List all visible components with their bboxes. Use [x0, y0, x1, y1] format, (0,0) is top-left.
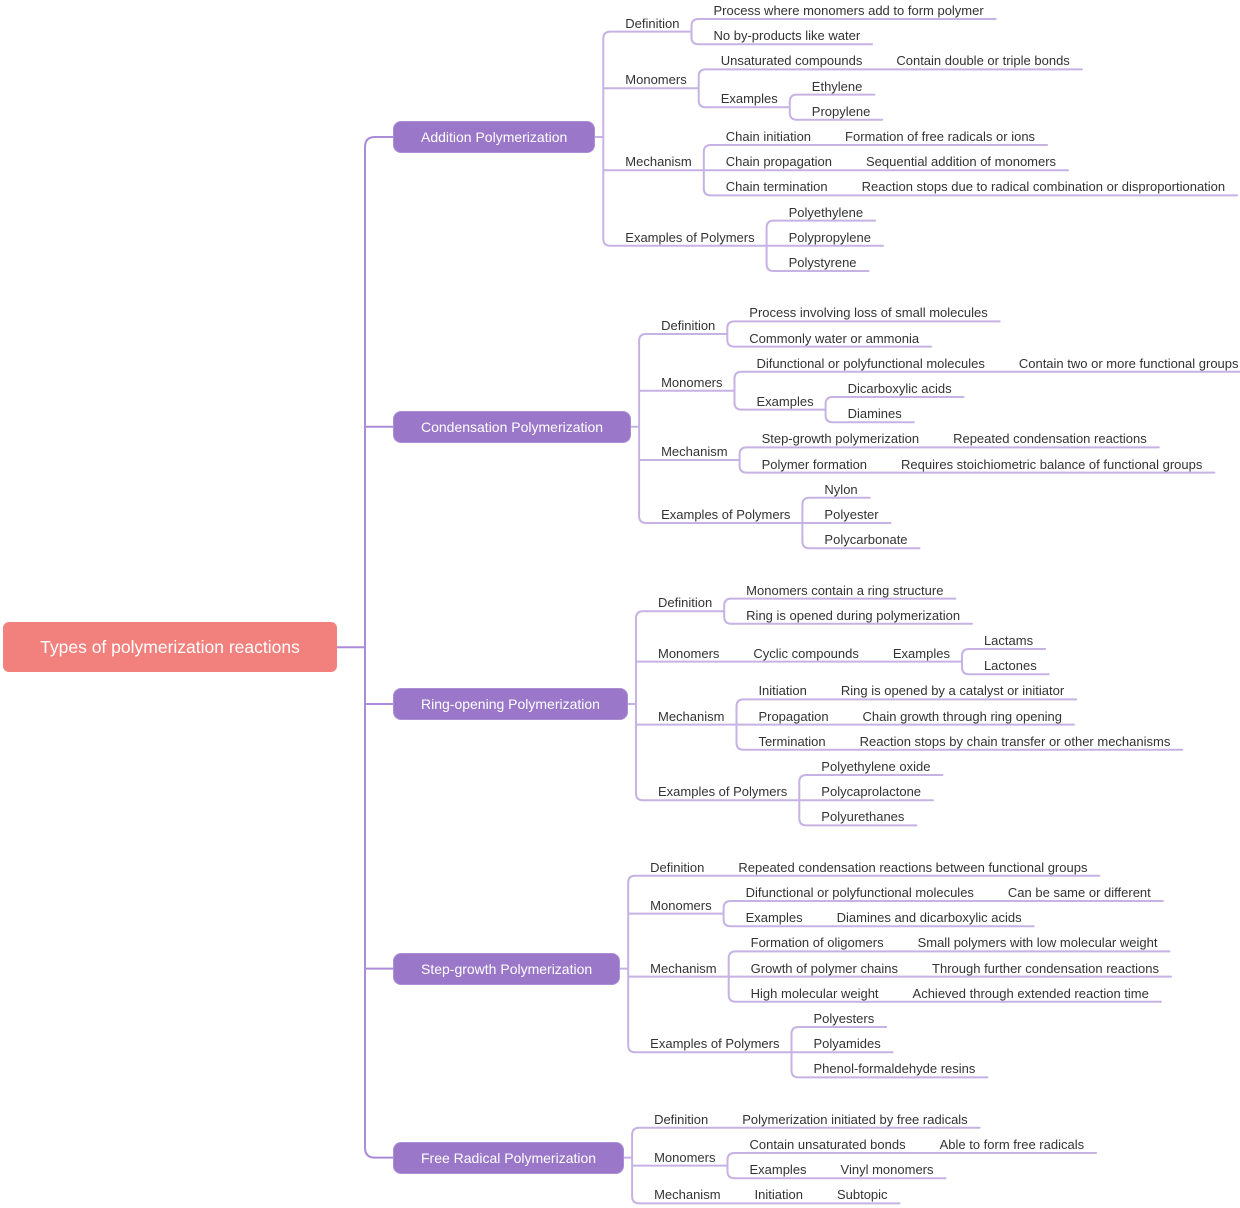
topic-label[interactable]: Polymerization initiated by free radical…	[742, 1111, 968, 1127]
topic-label[interactable]: Propagation	[758, 708, 829, 724]
branch-topic[interactable]: Step-growth Polymerization	[393, 952, 621, 985]
topic-label[interactable]: Achieved through extended reaction time	[912, 985, 1149, 1001]
topic-label[interactable]: Ethylene	[811, 78, 863, 94]
topic-label[interactable]: Examples	[749, 1162, 807, 1178]
topic-label[interactable]: Commonly water or ammonia	[749, 330, 920, 346]
topic-label[interactable]: Polycaprolactone	[821, 784, 922, 800]
topic-label[interactable]: Repeated condensation reactions between …	[738, 859, 1088, 875]
topic-label[interactable]: Lactams	[983, 633, 1034, 648]
branch-topic[interactable]: Condensation Polymerization	[393, 410, 632, 443]
topic-label[interactable]: Contain unsaturated bonds	[749, 1137, 906, 1152]
topic-label[interactable]: Difunctional or polyfunctional molecules	[756, 355, 985, 371]
branch-topic[interactable]: Ring-opening Polymerization	[393, 688, 628, 720]
topic-label[interactable]: Termination	[758, 733, 826, 749]
topic-label[interactable]: Requires stoichiometric balance of funct…	[901, 456, 1203, 472]
topic-label[interactable]: Examples of Polymers	[625, 229, 755, 245]
topic-label[interactable]: Repeated condensation reactions	[953, 431, 1147, 447]
topic-label[interactable]: Dicarboxylic acids	[847, 381, 952, 396]
topic-label[interactable]: Monomers	[661, 374, 723, 390]
topic-label[interactable]: Lactones	[983, 658, 1037, 674]
topic-label[interactable]: Nylon	[824, 481, 858, 497]
topic-label[interactable]: Vinyl monomers	[840, 1162, 934, 1178]
topic-label[interactable]: Mechanism	[654, 1187, 721, 1203]
topic-label[interactable]: Examples	[892, 645, 950, 661]
topic-label[interactable]: Polyamides	[813, 1036, 881, 1052]
topic-label[interactable]: Cyclic compounds	[753, 645, 859, 661]
topic-label[interactable]: Process where monomers add to form polym…	[713, 3, 984, 18]
topic-label[interactable]: Polypropylene	[788, 229, 871, 245]
topic-label[interactable]: Unsaturated compounds	[720, 53, 863, 69]
branch-topic[interactable]: Free Radical Polymerization	[393, 1141, 625, 1174]
topic-label[interactable]: Formation of oligomers	[750, 935, 884, 951]
topic-label[interactable]: Able to form free radicals	[939, 1137, 1085, 1152]
topic-label[interactable]: Mechanism	[625, 154, 692, 170]
topic-label[interactable]: Definition	[661, 318, 716, 333]
topic-label[interactable]: Contain two or more functional groups	[1018, 355, 1239, 371]
topic-label[interactable]: Propylene	[811, 103, 871, 119]
topic-label[interactable]: Definition	[650, 859, 705, 875]
topic-label[interactable]: Polyethylene	[788, 204, 864, 220]
topic-label[interactable]: Polyurethanes	[821, 809, 905, 825]
topic-label[interactable]: Ring is opened by a catalyst or initiato…	[840, 683, 1065, 699]
topic-label[interactable]: Definition	[657, 595, 713, 611]
topic-label[interactable]: Examples	[756, 393, 814, 409]
topic-label[interactable]: Can be same or different	[1007, 885, 1151, 900]
topic-label[interactable]: Through further condensation reactions	[932, 960, 1159, 976]
topic-label[interactable]: Reaction stops by chain transfer or othe…	[859, 733, 1171, 749]
topic-label[interactable]: No by-products like water	[713, 28, 861, 44]
topic-label[interactable]: Polyesters	[813, 1011, 875, 1026]
topic-label[interactable]: Monomers	[657, 645, 720, 661]
topic-label[interactable]: Reaction stops due to radical combinatio…	[861, 179, 1226, 195]
sub-connector-path	[594, 18, 1240, 1205]
topic-label[interactable]: Polymer formation	[761, 456, 868, 472]
topic-label[interactable]: Growth of polymer chains	[750, 960, 899, 976]
topic-label[interactable]: Monomers	[654, 1149, 716, 1165]
topic-label[interactable]: Diamines and dicarboxylic acids	[836, 910, 1022, 926]
topic-label[interactable]: Ring is opened during polymerization	[746, 607, 961, 623]
topic-label[interactable]: Examples of Polymers	[657, 784, 788, 800]
topic-label[interactable]: Formation of free radicals or ions	[845, 129, 1036, 144]
root-connector-path	[336, 136, 394, 1159]
topic-label[interactable]: Polyester	[824, 507, 879, 522]
topic-label[interactable]: Definition	[654, 1111, 709, 1127]
topic-label[interactable]: Examples of Polymers	[650, 1036, 780, 1052]
topic-label[interactable]: Monomers	[650, 897, 712, 913]
topic-label[interactable]: Examples of Polymers	[661, 507, 791, 522]
topic-label[interactable]: Polystyrene	[788, 255, 857, 270]
topic-label[interactable]: Diamines	[847, 406, 902, 422]
topic-label[interactable]: Chain termination	[725, 179, 828, 195]
topic-label[interactable]: Polycarbonate	[824, 532, 908, 548]
topic-label[interactable]: Chain growth through ring opening	[862, 708, 1063, 724]
topic-label[interactable]: Chain propagation	[725, 154, 832, 170]
topic-label[interactable]: Monomers	[625, 72, 687, 88]
topic-label[interactable]: Contain double or triple bonds	[896, 53, 1070, 69]
topic-label[interactable]: Subtopic	[836, 1187, 888, 1203]
topic-label[interactable]: Mechanism	[650, 960, 717, 976]
topic-label[interactable]: Definition	[625, 15, 680, 31]
topic-label[interactable]: Examples	[720, 91, 778, 107]
branch-topic[interactable]: Addition Polymerization	[393, 121, 596, 153]
topic-label[interactable]: Monomers contain a ring structure	[746, 582, 944, 598]
topic-label[interactable]: Difunctional or polyfunctional molecules	[745, 885, 974, 900]
topic-label[interactable]: Examples	[745, 910, 803, 926]
topic-label[interactable]: High molecular weight	[750, 985, 879, 1001]
topic-label[interactable]: Mechanism	[657, 708, 725, 724]
root-topic[interactable]: Types of polymerization reactions	[3, 622, 337, 673]
topic-label[interactable]: Small polymers with low molecular weight	[917, 935, 1158, 951]
topic-label[interactable]: Process involving loss of small molecule…	[749, 305, 988, 321]
topic-label[interactable]: Initiation	[754, 1187, 803, 1203]
topic-label[interactable]: Chain initiation	[725, 129, 812, 144]
topic-label[interactable]: Polyethylene oxide	[821, 759, 931, 774]
topic-label[interactable]: Step-growth polymerization	[761, 431, 920, 447]
topic-label[interactable]: Sequential addition of monomers	[866, 154, 1057, 170]
topic-label[interactable]: Phenol-formaldehyde resins	[813, 1061, 976, 1077]
topic-label[interactable]: Initiation	[758, 683, 807, 699]
topic-label[interactable]: Mechanism	[661, 444, 728, 459]
